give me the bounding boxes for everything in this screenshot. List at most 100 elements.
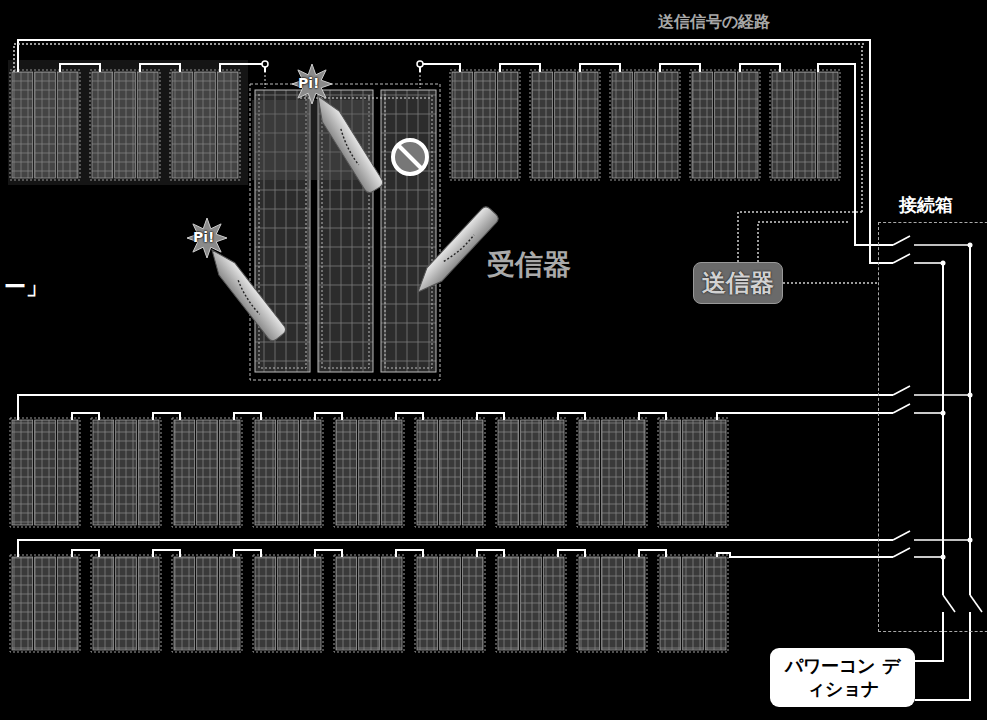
- solar-panel: [602, 420, 623, 525]
- solar-panel: [35, 420, 56, 525]
- string-link: [315, 550, 342, 557]
- solar-panel: [657, 72, 678, 178]
- panel-group: [658, 418, 728, 527]
- bus-bar: [942, 612, 944, 632]
- string-link: [639, 550, 666, 557]
- group-outline: [334, 555, 404, 652]
- panel-group: [10, 418, 80, 527]
- solar-panel: [737, 72, 758, 178]
- solar-panel: [255, 420, 276, 525]
- signal-path: [14, 44, 866, 72]
- string-wire: [18, 40, 893, 263]
- string-link: [140, 64, 180, 72]
- string-link: [740, 64, 780, 72]
- solar-panel: [521, 420, 542, 525]
- group-outline: [415, 418, 485, 527]
- bus-link: [914, 262, 943, 264]
- pen-body: [204, 244, 287, 343]
- signal-path: [861, 44, 863, 212]
- solar-panel: [138, 557, 159, 650]
- group-outline: [253, 418, 323, 527]
- string-link: [639, 413, 666, 420]
- group-outline: [10, 555, 80, 652]
- solar-panel: [359, 420, 380, 525]
- prohibited-sign: [393, 140, 427, 174]
- panel-group: [91, 555, 161, 652]
- solar-panel: [475, 72, 496, 178]
- pen-mark: [337, 129, 362, 165]
- solar-panel: [219, 420, 240, 525]
- panel-group: [496, 555, 566, 652]
- group-outline: [10, 418, 80, 527]
- cell-string: [385, 94, 432, 368]
- string-link: [660, 64, 700, 72]
- pen-mark: [235, 280, 263, 314]
- solar-panel: [440, 420, 461, 525]
- beep-text: Pi!: [193, 229, 214, 245]
- solar-panel: [197, 420, 218, 525]
- solar-panel: [35, 557, 56, 650]
- node-text: 送信器: [702, 267, 774, 299]
- solar-panel: [602, 557, 623, 650]
- solar-panel: [336, 557, 357, 650]
- string-link: [72, 550, 99, 557]
- panel-group: [415, 418, 485, 527]
- panel-group: [610, 70, 680, 180]
- solar-panel: [116, 420, 137, 525]
- solar-panel: [577, 72, 598, 178]
- string-link: [265, 67, 430, 98]
- solar-panel: [57, 420, 78, 525]
- bus-bar: [942, 263, 944, 595]
- solar-panel: [300, 557, 321, 650]
- group-outline: [91, 418, 161, 527]
- wiring: [14, 40, 982, 700]
- junction-box: 接続箱: [878, 222, 987, 632]
- string-link: [500, 64, 540, 72]
- switch: [893, 404, 910, 413]
- solar-panel: [543, 420, 564, 525]
- solar-panel: [300, 420, 321, 525]
- connector: [783, 282, 878, 284]
- group-outline: [690, 70, 760, 180]
- cut-off-text: ー」: [4, 272, 48, 302]
- solar-panel: [381, 420, 402, 525]
- panel-group: [496, 418, 566, 527]
- solar-panel: [521, 557, 542, 650]
- beep-text: Pi!: [298, 75, 319, 91]
- solar-panel: [498, 557, 519, 650]
- solar-panel: [683, 557, 704, 650]
- panel-group: [334, 418, 404, 527]
- solar-panel: [359, 557, 380, 650]
- panel-group: [91, 418, 161, 527]
- solar-panel: [692, 72, 713, 178]
- string-wire: [717, 413, 893, 420]
- panel-group: [253, 555, 323, 652]
- bus-link: [914, 244, 970, 246]
- panel-group: [577, 418, 647, 527]
- solar-panel: [440, 557, 461, 650]
- node-text: パワーコン ディショナ: [778, 654, 907, 701]
- panel-group: [334, 555, 404, 652]
- panel-group: [415, 555, 485, 652]
- string-wire: [818, 64, 893, 245]
- beep-burst: [292, 64, 332, 104]
- solar-panel: [381, 557, 402, 650]
- solar-panel: [278, 420, 299, 525]
- solar-panel: [452, 72, 473, 178]
- string-link: [234, 550, 261, 557]
- receiver-pen: [411, 205, 501, 299]
- solar-panel: [635, 72, 656, 178]
- solar-panel: [278, 557, 299, 650]
- panel-group: [450, 70, 520, 180]
- switch: [970, 595, 982, 612]
- panel-group: [172, 418, 242, 527]
- solar-panel: [624, 557, 645, 650]
- switch: [893, 236, 910, 245]
- pen-body: [310, 91, 385, 195]
- solar-panel: [555, 72, 576, 178]
- string-link: [396, 413, 423, 420]
- prohibited-slash: [398, 145, 422, 169]
- solar-panel: [543, 557, 564, 650]
